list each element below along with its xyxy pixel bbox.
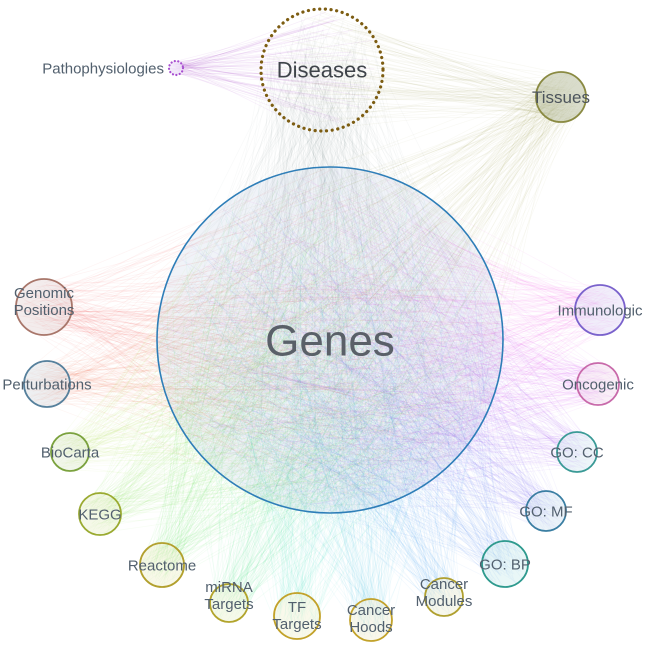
label-reactome: Reactome [128,557,196,574]
label-biocarta: BioCarta [41,444,100,461]
label-oncogenic: Oncogenic [562,376,634,393]
edge-fan-oncogenic-genes [185,178,618,500]
label-diseases: Diseases [277,58,367,83]
node-genes[interactable] [156,166,504,514]
node-go-bp[interactable] [481,540,529,588]
label-kegg: KEGG [78,506,121,523]
node-cancer-hoods[interactable] [349,598,393,642]
node-reactome[interactable] [139,542,185,588]
label-immunologic: Immunologic [557,302,643,319]
edge-fan-immunologic-genes [162,170,622,499]
edge-fan-genomic-positions-genes [18,169,499,504]
node-pathophysiologies[interactable] [167,59,185,77]
label-go-bp: GO: BP [479,556,531,573]
edge-fan-cancer-hoods-genes [160,175,504,638]
edge-fan-pathophysiologies-diseases [169,11,375,126]
label-pathophysiologies: Pathophysiologies [42,60,164,77]
edge-fan-go-cc-genes [163,170,596,506]
node-oncogenic[interactable] [576,362,620,406]
genes-interior-wash [157,167,503,513]
label-go-cc: GO: CC [550,444,604,461]
node-tissues[interactable] [535,71,587,123]
edge-fan-perturbations-genes [24,179,488,496]
edge-fan-tf-targets-genes [175,173,499,638]
node-immunologic[interactable] [574,284,626,336]
node-genomic-positions[interactable] [15,278,73,336]
node-biocarta[interactable] [50,432,90,472]
label-genes: Genes [265,316,395,365]
edge-fan-tissues-genes [175,73,586,497]
edge-fan-mirna-targets-genes [160,175,498,621]
label-perturbations: Perturbations [2,376,91,393]
edge-fan-cancer-modules-genes [184,181,499,616]
edge-fan-go-bp-genes [157,174,527,585]
node-diseases[interactable] [259,7,385,133]
node-perturbations[interactable] [23,360,71,408]
edge-fan-diseases-genes [157,11,502,514]
edge-fan-go-mf-genes [159,176,565,531]
node-go-cc[interactable] [556,431,598,473]
label-tissues: Tissues [532,88,590,107]
edge-fan-kegg-genes [79,170,483,535]
node-kegg[interactable] [78,492,122,536]
node-go-mf[interactable] [525,490,567,532]
label-go-mf: GO: MF [519,503,572,520]
node-cancer-modules[interactable] [424,577,464,617]
node-tf-targets[interactable] [273,592,321,640]
node-mirna-targets[interactable] [209,583,249,623]
edge-fan-diseases-tissues [263,9,583,129]
